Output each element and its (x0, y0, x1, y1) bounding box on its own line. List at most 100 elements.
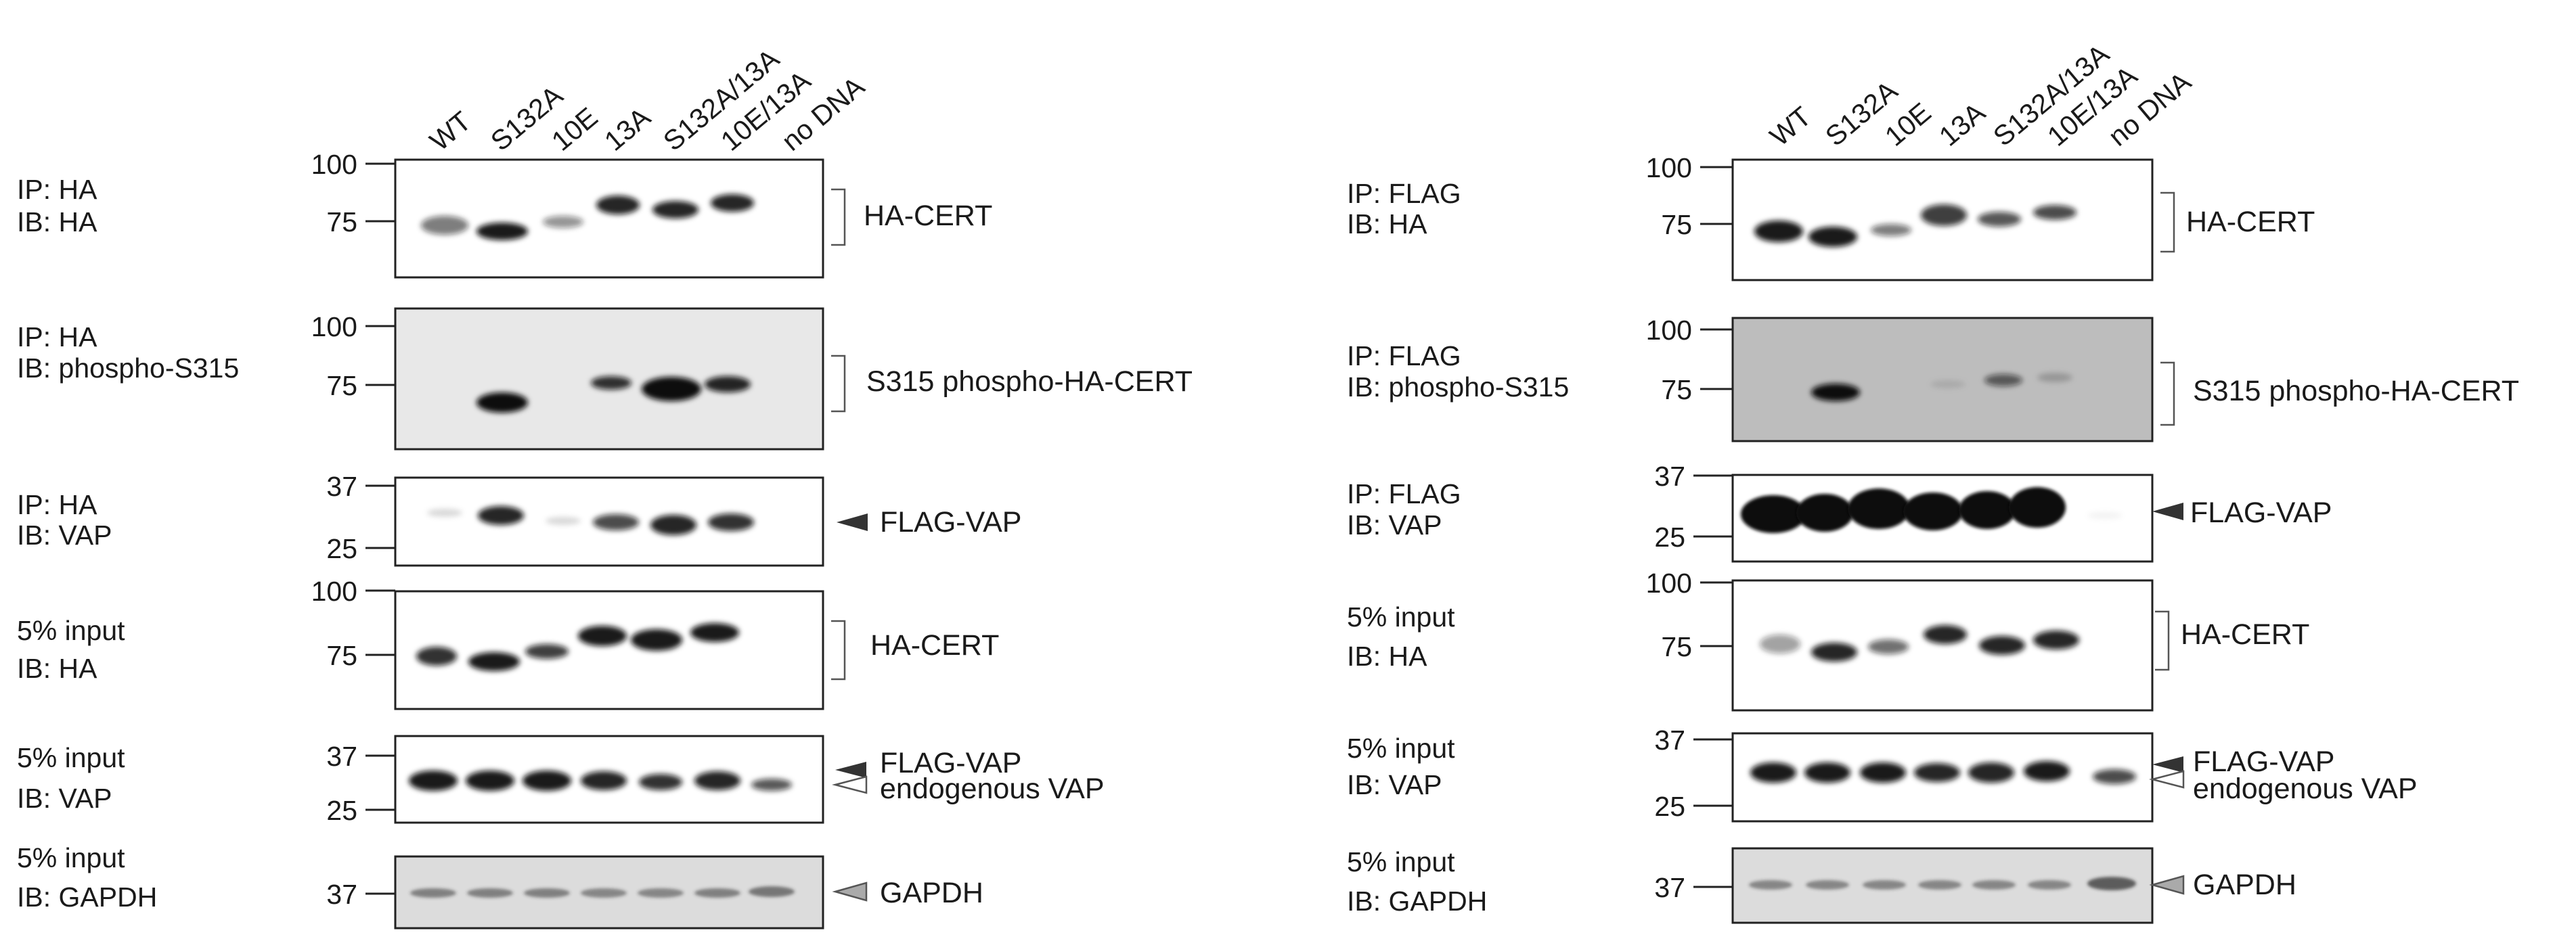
blot-ip-ha-ib-vap: IP: HA IB: VAP 37 25 FLAG-VAP (17, 471, 1021, 567)
band (2087, 877, 2136, 890)
lane-labels: WT S132A 10E 13A S132A/13A 10E/13A no DN… (1764, 38, 2197, 152)
band (1903, 493, 1963, 530)
band (2033, 205, 2077, 220)
mw-marker: 75 (1661, 631, 1692, 662)
blot-label-ib: IB: HA (1347, 641, 1427, 672)
lane-label: WT (1764, 101, 1817, 152)
band (652, 201, 698, 219)
band (593, 514, 639, 530)
flag-vap-arrow-icon (2152, 503, 2183, 520)
mw-marker: 25 (1654, 522, 1685, 553)
band (1811, 384, 1860, 401)
mw-marker: 37 (326, 879, 357, 910)
mw-marker: 75 (1661, 209, 1692, 240)
blot-membrane (1731, 579, 2154, 712)
mw-marker: 100 (1646, 568, 1692, 599)
mw-marker: 37 (1654, 872, 1685, 903)
band (694, 771, 740, 790)
blot-label-input: 5% input (17, 615, 125, 646)
band (2087, 512, 2123, 519)
band (1979, 636, 2025, 655)
band (410, 888, 456, 898)
band (1808, 227, 1857, 247)
blot-membrane (1731, 317, 2154, 442)
band (1978, 212, 2021, 227)
band (642, 377, 701, 401)
blot-label-ib: IB: HA (17, 653, 97, 684)
band (409, 771, 458, 791)
target-label-secondary: endogenous VAP (880, 773, 1105, 805)
band-layer (427, 506, 754, 535)
lane-labels: WT S132A 10E 13A S132A/13A 10E/13A no DN… (424, 43, 870, 157)
band (467, 888, 513, 898)
target-bracket (2160, 361, 2175, 426)
band (1741, 495, 1806, 533)
band (639, 774, 682, 790)
band (466, 771, 514, 791)
mw-marker: 100 (1646, 152, 1692, 183)
blot-label-ip: IP: FLAG (1347, 478, 1461, 509)
blot-label-ib: IB: HA (1347, 208, 1427, 239)
band (578, 626, 627, 646)
band (525, 644, 569, 659)
band (690, 623, 739, 642)
band (1804, 762, 1850, 783)
blot-label-ib: IB: VAP (1347, 769, 1442, 800)
blot-input-ib-gapdh: 5% input IB: GAPDH 37 GAPDH (17, 842, 983, 930)
target-bracket (2160, 191, 2175, 253)
blot-ip-ha-ib-phospho-s315: IP: HA IB: phospho-S315 100 75 S315 phos… (17, 307, 1193, 451)
mw-marker: 75 (326, 370, 357, 401)
band (1863, 880, 1906, 890)
lane-label: 13A (598, 101, 657, 157)
blot-label-ip: IP: HA (17, 321, 97, 352)
band (1871, 224, 1911, 236)
target-label: HA-CERT (2181, 618, 2309, 651)
band (2024, 761, 2070, 781)
band (2009, 487, 2066, 528)
band (546, 517, 581, 525)
band-layer (1754, 204, 2077, 247)
band (711, 194, 754, 212)
band (708, 513, 754, 531)
blot-ip-flag-ib-vap: IP: FLAG IB: VAP 37 25 FLAG-VAP (1347, 461, 2332, 563)
band (581, 771, 627, 790)
blot-input-ib-vap: 5% input IB: VAP 37 25 FLAG-VAP endogeno… (1347, 725, 2418, 823)
target-label: HA-CERT (864, 200, 992, 232)
blot-membrane (394, 590, 824, 710)
mw-marker: 100 (311, 311, 357, 342)
target-label: HA-CERT (2186, 206, 2315, 238)
blot-label-ib: IB: phospho-S315 (1347, 371, 1569, 403)
band (1860, 762, 1906, 783)
band (638, 888, 684, 898)
blot-ip-flag-ib-ha: IP: FLAG IB: HA 100 75 HA-CERT (1347, 152, 2315, 281)
target-label-secondary: endogenous VAP (2193, 773, 2418, 805)
target-label: HA-CERT (870, 629, 999, 662)
panel-left: WT S132A 10E 13A S132A/13A 10E/13A no DN… (17, 43, 1193, 930)
band-layer (410, 886, 795, 898)
target-bracket (831, 354, 846, 413)
flag-vap-arrow-icon (835, 762, 866, 778)
band (694, 888, 740, 898)
band (1811, 643, 1857, 662)
flag-vap-arrow-icon (837, 513, 868, 531)
blot-input-ib-vap: 5% input IB: VAP 37 25 FLAG-VAP endogeno… (17, 735, 1105, 826)
blot-label-input: 5% input (1347, 846, 1455, 877)
blot-label-ip: IP: HA (17, 489, 97, 520)
blot-ip-ha-ib-ha: IP: HA IB: HA 100 75 HA-CERT (17, 149, 992, 279)
band (1796, 494, 1853, 532)
gapdh-arrow-icon (832, 881, 868, 902)
blot-label-ib: IB: VAP (17, 520, 112, 551)
target-label: GAPDH (2193, 869, 2296, 901)
mw-marker: 25 (326, 533, 357, 564)
band-layer (476, 376, 751, 413)
band (1848, 488, 1910, 529)
blot-ip-flag-ib-phospho-s315: IP: FLAG IB: phospho-S315 100 75 S315 ph… (1347, 315, 2519, 442)
band (749, 886, 795, 897)
band (2093, 769, 2136, 784)
band (421, 216, 468, 235)
blot-label-input: 5% input (1347, 601, 1455, 633)
band-layer (409, 771, 792, 791)
band (1918, 880, 1961, 890)
target-label: GAPDH (880, 877, 983, 909)
